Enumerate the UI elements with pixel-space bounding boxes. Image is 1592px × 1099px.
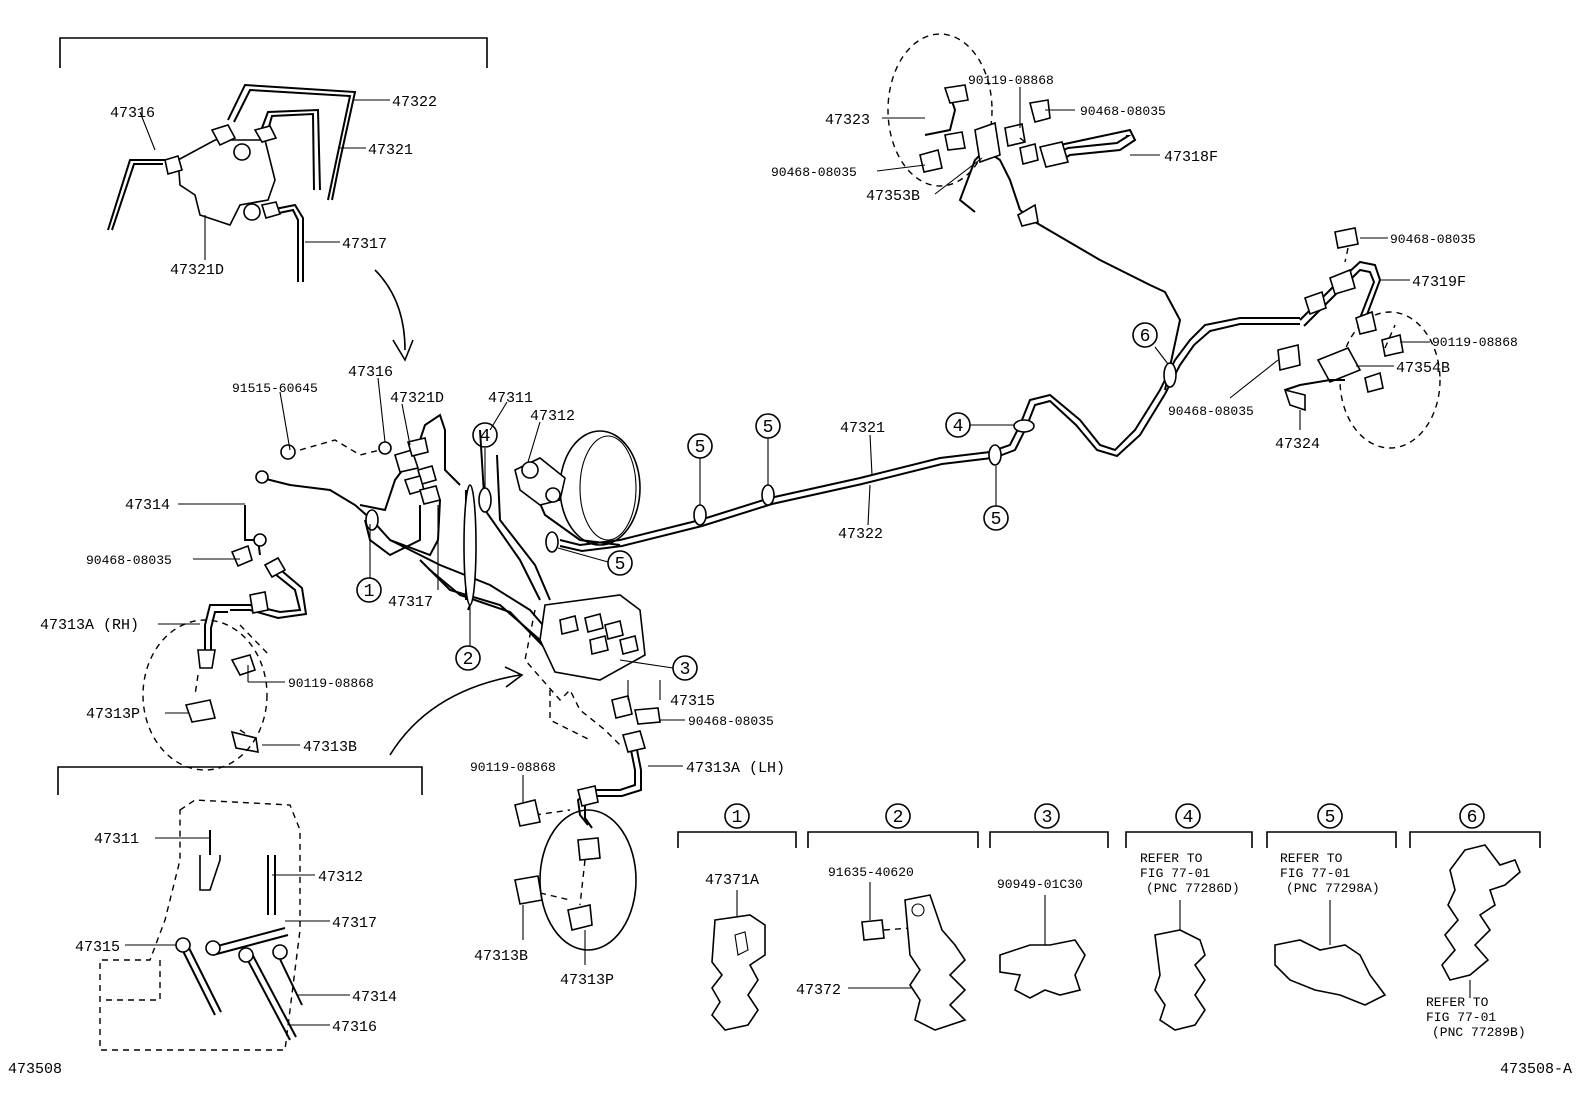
label-90468-08035-f: 90468-08035 — [1168, 404, 1254, 419]
label-47313P-a: 47313P — [86, 706, 140, 723]
clamp-panel-4-note-1: REFER TO — [1140, 851, 1203, 866]
label-47316: 47316 — [348, 364, 393, 381]
label-90119-08868-b: 90119-08868 — [470, 760, 556, 775]
clamp-panel-6-note-2: FIG 77-01 — [1426, 1010, 1496, 1025]
label-90119-08868-c: 90119-08868 — [968, 73, 1054, 88]
inset-bottom-label-47317: 47317 — [332, 915, 377, 932]
inset-bottom-label-47311: 47311 — [94, 831, 139, 848]
label-47313B-a: 47313B — [303, 739, 357, 756]
clamp-panel-2: 2 91635-40620 47372 — [796, 803, 979, 1031]
label-47311: 47311 — [488, 390, 533, 407]
label-90468-08035-d: 90468-08035 — [771, 165, 857, 180]
clamp-panel-5-note-1: REFER TO — [1280, 851, 1343, 866]
clamp-panel-6-num: 6 — [1467, 808, 1478, 828]
marker-4b-text: 4 — [953, 417, 964, 437]
label-47354B: 47354B — [1396, 360, 1450, 377]
marker-3-circle — [672, 655, 698, 681]
label-47353B: 47353B — [866, 188, 920, 205]
label-47319F: 47319F — [1412, 274, 1466, 291]
inset-bottom-label-47312: 47312 — [318, 869, 363, 886]
label-47323: 47323 — [825, 112, 870, 129]
clamp-panel-6: 6 REFER TO FIG 77-01 (PNC 77289B) — [1409, 803, 1541, 1040]
inset-top-label-47321D: 47321D — [170, 262, 224, 279]
marker-4b-circle — [945, 412, 971, 438]
label-47324: 47324 — [1275, 436, 1320, 453]
marker-5c-circle — [607, 550, 633, 576]
clamp-panel-4-num: 4 — [1183, 808, 1194, 828]
inset-bottom-left: 47311 47312 47317 47315 47314 47316 — [57, 666, 524, 1051]
marker-5d-circle — [983, 505, 1009, 531]
main-assembly-left: 91515-60645 47316 47321D 47311 47312 473… — [40, 364, 993, 989]
label-90468-08035-a: 90468-08035 — [86, 553, 172, 568]
clamp-panel-5-num: 5 — [1325, 808, 1336, 828]
clamp-panel-5: 5 REFER TO FIG 77-01 (PNC 77298A) — [1266, 803, 1397, 1006]
inset-top-left: 47316 47322 47321 47321D 47317 — [59, 37, 488, 362]
clamp-panel-6-note-1: REFER TO — [1426, 995, 1489, 1010]
marker-5a-circle — [687, 433, 713, 459]
marker-5a-text: 5 — [695, 438, 706, 458]
marker-5d-text: 5 — [991, 510, 1002, 530]
marker-1-circle — [356, 577, 382, 603]
inset-bottom-label-47314: 47314 — [352, 989, 397, 1006]
marker-6-circle — [1132, 322, 1158, 348]
marker-4a-circle — [472, 422, 498, 448]
main-assembly-right: 47323 90119-08868 90468-08035 90468-0803… — [365, 33, 1518, 606]
label-47314: 47314 — [125, 497, 170, 514]
clamp-panel-1-part: 47371A — [705, 872, 759, 889]
inset-top-label-47316: 47316 — [110, 105, 155, 122]
clamp-panel-1-num: 1 — [732, 808, 743, 828]
clamp-panel-5-note-2: FIG 77-01 — [1280, 866, 1350, 881]
label-47322: 47322 — [838, 526, 883, 543]
marker-4a-text: 4 — [480, 427, 491, 447]
clamp-panel-1: 1 47371A — [677, 803, 797, 1031]
inset-bottom-label-47316: 47316 — [332, 1019, 377, 1036]
ref-number-right: 473508-A — [1500, 1061, 1572, 1078]
label-90468-08035-b: 90468-08035 — [688, 714, 774, 729]
label-47313B-b: 47313B — [474, 948, 528, 965]
inset-top-label-47317: 47317 — [342, 236, 387, 253]
marker-5b-circle — [755, 413, 781, 439]
inset-top-label-47322: 47322 — [392, 94, 437, 111]
clamp-panel-2-bolt: 91635-40620 — [828, 865, 914, 880]
clamp-panel-3: 3 90949-01C30 — [989, 803, 1109, 999]
marker-2-text: 2 — [463, 650, 474, 670]
marker-1-text: 1 — [364, 582, 375, 602]
marker-6-text: 6 — [1140, 327, 1151, 347]
label-47312: 47312 — [530, 408, 575, 425]
marker-5b-text: 5 — [763, 418, 774, 438]
inset-top-label-47321: 47321 — [368, 142, 413, 159]
circle-markers: 1 2 3 4 4 5 5 5 5 6 — [356, 322, 1169, 681]
label-47313A-LH: 47313A (LH) — [686, 760, 785, 777]
label-47318F: 47318F — [1164, 149, 1218, 166]
clamp-panel-3-num: 3 — [1042, 808, 1053, 828]
label-47317: 47317 — [388, 594, 433, 611]
label-47321: 47321 — [840, 420, 885, 437]
label-90468-08035-e: 90468-08035 — [1390, 232, 1476, 247]
label-47313A-RH: 47313A (RH) — [40, 617, 139, 634]
inset-bottom-label-47315: 47315 — [75, 939, 120, 956]
label-47315: 47315 — [670, 693, 715, 710]
clamp-panel-2-num: 2 — [893, 808, 904, 828]
clamp-panel-4-note-3: (PNC 77286D) — [1146, 881, 1240, 896]
ref-number-left: 473508 — [8, 1061, 62, 1078]
label-47321D: 47321D — [390, 390, 444, 407]
marker-2-circle — [455, 645, 481, 671]
clamp-panel-4-note-2: FIG 77-01 — [1140, 866, 1210, 881]
marker-3-text: 3 — [680, 660, 691, 680]
clamp-panel-2-part: 47372 — [796, 982, 841, 999]
label-90468-08035-c: 90468-08035 — [1080, 104, 1166, 119]
marker-5c-text: 5 — [615, 555, 626, 575]
label-90119-08868-a: 90119-08868 — [288, 676, 374, 691]
label-47313P-b: 47313P — [560, 972, 614, 989]
label-91515-60645: 91515-60645 — [232, 381, 318, 396]
clamp-panel-4: 4 REFER TO FIG 77-01 (PNC 77286D) — [1125, 803, 1253, 1031]
label-90119-08868-d: 90119-08868 — [1432, 335, 1518, 350]
clamp-panel-5-note-3: (PNC 77298A) — [1286, 881, 1380, 896]
clamp-panel-3-part: 90949-01C30 — [997, 877, 1083, 892]
clamp-panel-6-note-3: (PNC 77289B) — [1432, 1025, 1526, 1040]
